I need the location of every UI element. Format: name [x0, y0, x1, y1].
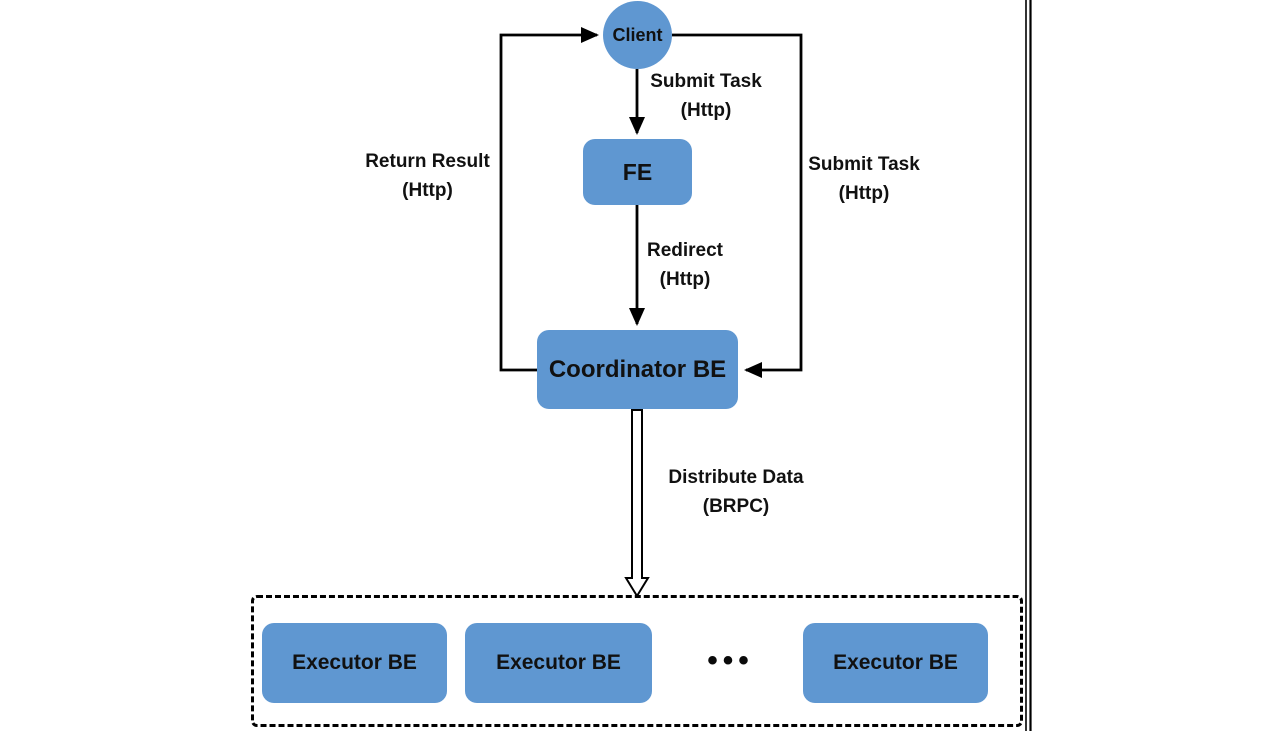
- edge-label-line: (Http): [659, 269, 711, 290]
- node-fe-label: FE: [622, 158, 653, 185]
- edge-label-line: (Http): [680, 100, 732, 121]
- edge-label-line: (BRPC): [702, 496, 770, 517]
- node-executor-be-2-label: Executor BE: [496, 651, 621, 674]
- edge-label-line: Return Result: [365, 151, 490, 172]
- edge-label-line: Distribute Data: [668, 467, 804, 488]
- edge-coordinator-to-client-return: [499, 27, 599, 372]
- node-client-label: Client: [612, 24, 663, 45]
- node-coordinator-be-label: Coordinator BE: [548, 355, 727, 383]
- edge-label-submit-task-http: Submit Task (Http): [640, 67, 772, 125]
- edge-coordinator-to-executors-hollow-arrow: [624, 409, 650, 598]
- edge-label-distribute-data-brpc: Distribute Data (BRPC): [662, 463, 810, 521]
- edge-label-line: (Http): [838, 183, 890, 204]
- executor-group-container: [251, 595, 1023, 727]
- node-coordinator-be: Coordinator BE: [537, 330, 738, 409]
- edge-label-line: Submit Task: [808, 154, 920, 175]
- edge-label-return-result-http: Return Result (Http): [355, 147, 500, 205]
- edge-label-submit-task-right-http: Submit Task (Http): [798, 150, 930, 208]
- node-executor-be-3: Executor BE: [803, 623, 988, 703]
- node-executor-be-2: Executor BE: [465, 623, 652, 703]
- edge-label-redirect-http: Redirect (Http): [623, 236, 747, 294]
- node-client: Client: [603, 1, 672, 69]
- node-executor-be-1: Executor BE: [262, 623, 447, 703]
- node-fe: FE: [583, 139, 692, 205]
- node-executor-be-3-label: Executor BE: [833, 651, 958, 674]
- edge-label-line: Redirect: [646, 240, 724, 261]
- executor-ellipsis-dots: •••: [707, 644, 754, 677]
- node-executor-be-1-label: Executor BE: [292, 651, 417, 674]
- edge-label-line: Submit Task: [650, 71, 762, 92]
- edge-label-line: (Http): [402, 180, 453, 201]
